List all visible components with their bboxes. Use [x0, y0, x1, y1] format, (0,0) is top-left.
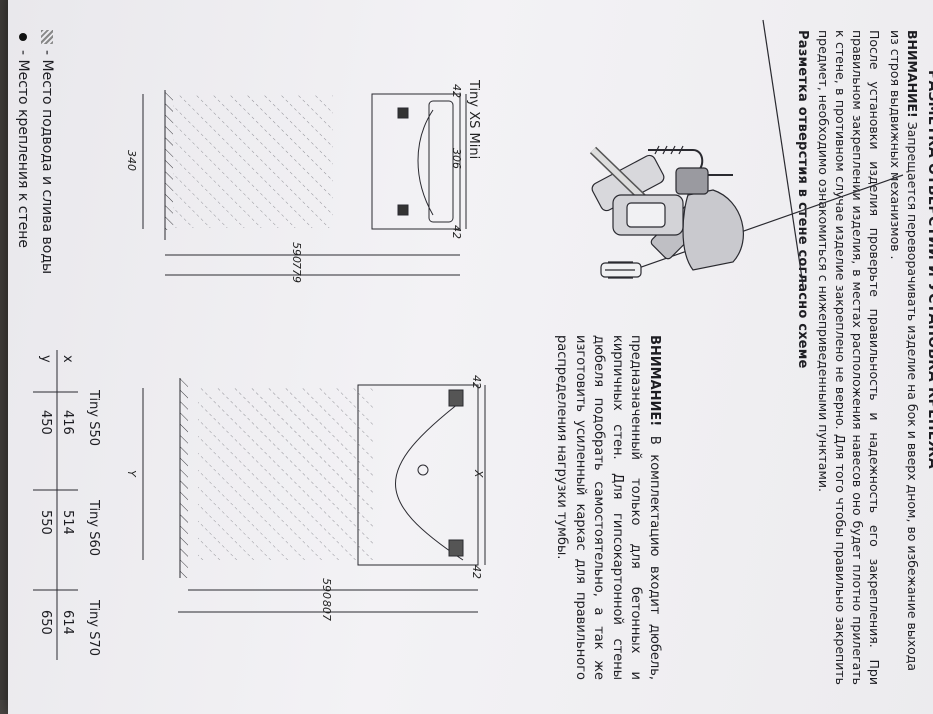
tools-illustration — [589, 19, 904, 286]
water-zone-swatch — [41, 30, 53, 44]
legend-water-text: - Место подвода и слива воды — [39, 50, 55, 275]
mini-dim-b: 306 — [450, 148, 463, 169]
mini-wall — [165, 90, 173, 230]
s-dim-f: Y — [125, 470, 138, 478]
mini-dim-d: 590 — [290, 242, 303, 263]
mini-dim-a: 42 — [450, 84, 463, 98]
wall-edge — [632, 174, 904, 271]
legend-mount-text: - Место крепления к стене — [15, 50, 31, 248]
dowel-icon — [600, 261, 642, 279]
mini-cabinet — [371, 93, 461, 230]
mini-mount-right — [397, 204, 409, 216]
mini-cabinet-inner — [428, 100, 454, 223]
mini-water-zone — [173, 95, 333, 228]
s-mount-left — [448, 389, 464, 407]
wall-line — [762, 19, 804, 286]
legend-mount: - Место крепления к стене — [15, 30, 31, 248]
s-dim-a: 42 — [470, 375, 483, 389]
s-basin — [395, 399, 464, 561]
instruction-sheet — [8, 0, 933, 714]
s-water-zone — [198, 388, 373, 560]
mini-dim-c: 42 — [450, 225, 463, 239]
s-drain — [417, 464, 429, 476]
drill-icon — [612, 167, 744, 271]
mini-mount-left — [397, 107, 409, 119]
legend-water: - Место подвода и слива воды — [39, 30, 55, 274]
s-dim-c: 42 — [470, 565, 483, 579]
mount-point-icon — [19, 33, 27, 41]
s-dim-d: 590 — [320, 578, 333, 599]
mini-basin — [417, 109, 434, 216]
s-mount-right — [448, 539, 464, 557]
s-dim-e: 807 — [320, 600, 333, 621]
mini-dim-e: 779 — [290, 262, 303, 283]
mini-title: Tiny XS Mini — [466, 79, 481, 159]
mini-dim-f: 340 — [125, 150, 138, 171]
s-wall — [180, 378, 188, 578]
s-dim-b: X — [472, 469, 485, 478]
